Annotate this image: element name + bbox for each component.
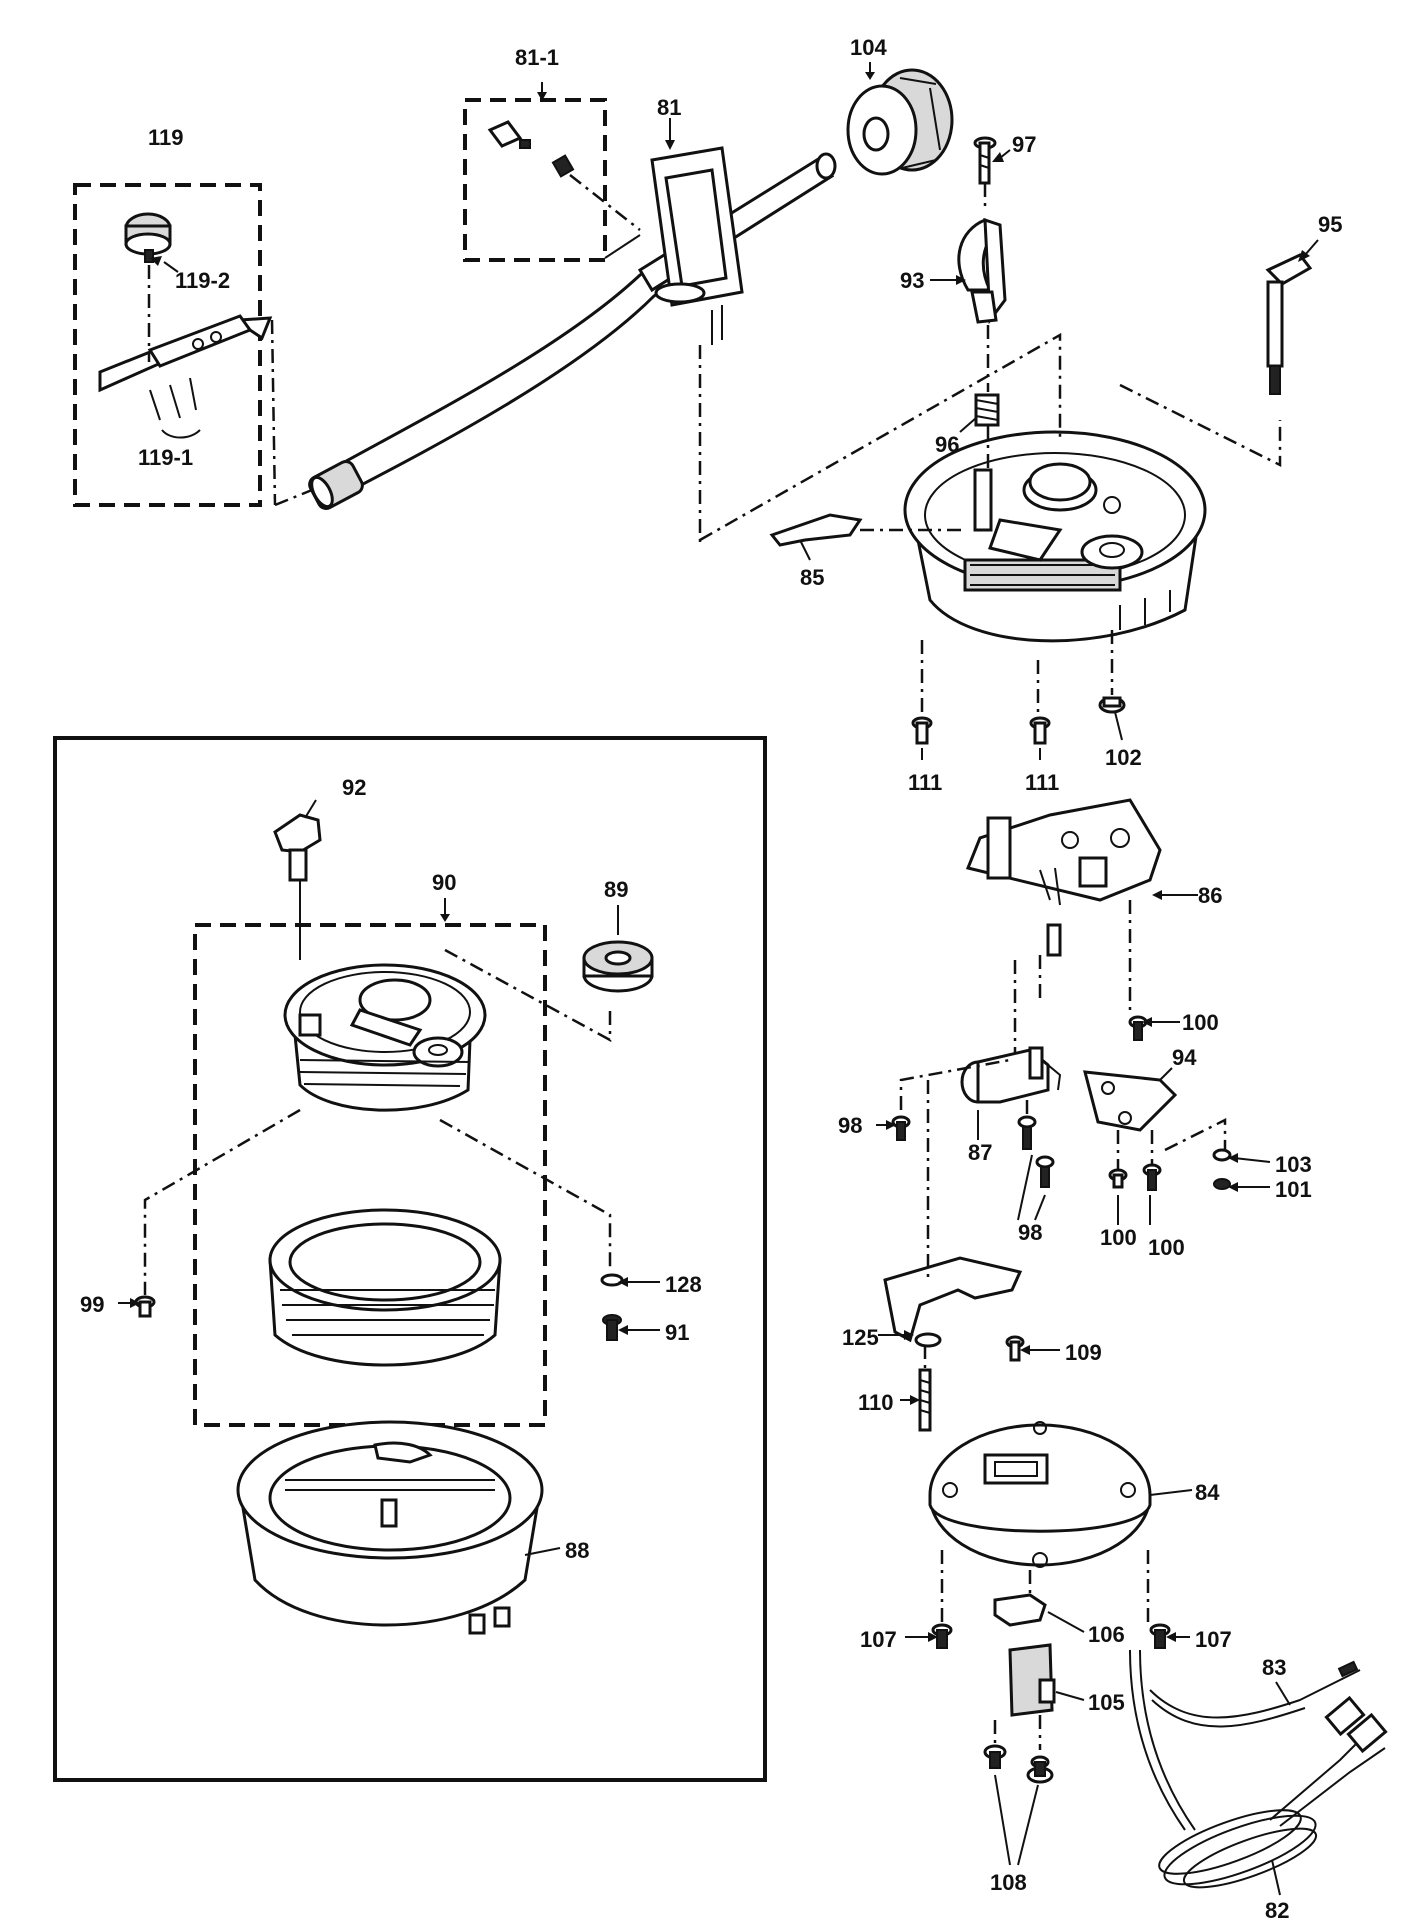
- gear-ring: [268, 1208, 502, 1367]
- label-100b: 100: [1100, 1225, 1137, 1250]
- label-119-2: 119-2: [175, 268, 230, 293]
- part-84-bottom-plate: [928, 1421, 1152, 1568]
- label-106: 106: [1088, 1622, 1125, 1647]
- part-102-nut: [1098, 630, 1126, 714]
- label-86: 86: [1198, 883, 1222, 908]
- label-104: 104: [850, 35, 887, 60]
- part-90-mechanism: [283, 963, 487, 1112]
- part-87-motor: [960, 1046, 1062, 1104]
- label-98a: 98: [838, 1113, 862, 1138]
- part-81-1: [487, 120, 641, 231]
- label-102: 102: [1105, 745, 1142, 770]
- label-111a: 111: [908, 770, 942, 795]
- label-96: 96: [935, 432, 959, 457]
- label-108: 108: [990, 1870, 1027, 1895]
- group-box-119: [73, 183, 262, 507]
- tonearm-assembly: [308, 146, 837, 510]
- part-92-clip: [273, 813, 322, 960]
- label-105: 105: [1088, 1690, 1125, 1715]
- label-82: 82: [1265, 1898, 1289, 1923]
- label-90: 90: [432, 870, 456, 895]
- label-85: 85: [800, 565, 824, 590]
- part-88-base-ring: [236, 1420, 544, 1635]
- label-92: 92: [342, 775, 366, 800]
- part-96-spring: [974, 393, 1000, 427]
- label-88: 88: [565, 1538, 589, 1563]
- label-125: 125: [842, 1325, 879, 1350]
- part-89-knob: [582, 940, 654, 993]
- label-107b: 107: [1195, 1627, 1232, 1652]
- label-103: 103: [1275, 1152, 1312, 1177]
- part-106-clip: [993, 1593, 1047, 1627]
- label-87: 87: [968, 1140, 992, 1165]
- main-base-housing: [903, 430, 1207, 643]
- label-109: 109: [1065, 1340, 1102, 1365]
- label-128: 128: [665, 1272, 702, 1297]
- label-100a: 100: [1182, 1010, 1219, 1035]
- part-105-board: [1008, 1643, 1056, 1717]
- label-95: 95: [1318, 212, 1342, 237]
- label-99: 99: [80, 1292, 104, 1317]
- inset-frame: [53, 736, 767, 1782]
- label-91: 91: [665, 1320, 689, 1345]
- part-110-screw: [918, 1345, 932, 1432]
- part-94-bracket: [1083, 1070, 1178, 1132]
- label-98b: 98: [1018, 1220, 1042, 1245]
- label-81-1: 81-1: [515, 45, 559, 70]
- label-119: 119: [148, 125, 184, 150]
- label-93: 93: [900, 268, 924, 293]
- part-95-cue-lever: [1265, 253, 1313, 395]
- label-97: 97: [1012, 132, 1036, 157]
- label-119-1: 119-1: [138, 445, 193, 470]
- label-110: 110: [858, 1390, 894, 1415]
- label-94: 94: [1172, 1045, 1197, 1070]
- part-86-chassis-plate: [965, 798, 1162, 1060]
- part-98-screws: [891, 1100, 1055, 1188]
- label-100c: 100: [1148, 1235, 1185, 1260]
- group-box-81-1: [463, 98, 607, 262]
- part-104-counterweight: [846, 68, 954, 176]
- part-119-headshell: [98, 212, 273, 439]
- label-84: 84: [1195, 1480, 1220, 1505]
- label-111b: 111: [1025, 770, 1059, 795]
- label-89: 89: [604, 877, 628, 902]
- part-82-cord: [1129, 1649, 1388, 1889]
- part-111-screws: [911, 640, 1051, 745]
- part-97-screw: [973, 136, 997, 185]
- part-85-lever: [769, 513, 863, 547]
- label-101: 101: [1275, 1177, 1312, 1202]
- part-93-arm-lift: [957, 217, 1007, 325]
- label-83: 83: [1262, 1655, 1286, 1680]
- label-81: 81: [657, 95, 681, 120]
- label-107a: 107: [860, 1627, 897, 1652]
